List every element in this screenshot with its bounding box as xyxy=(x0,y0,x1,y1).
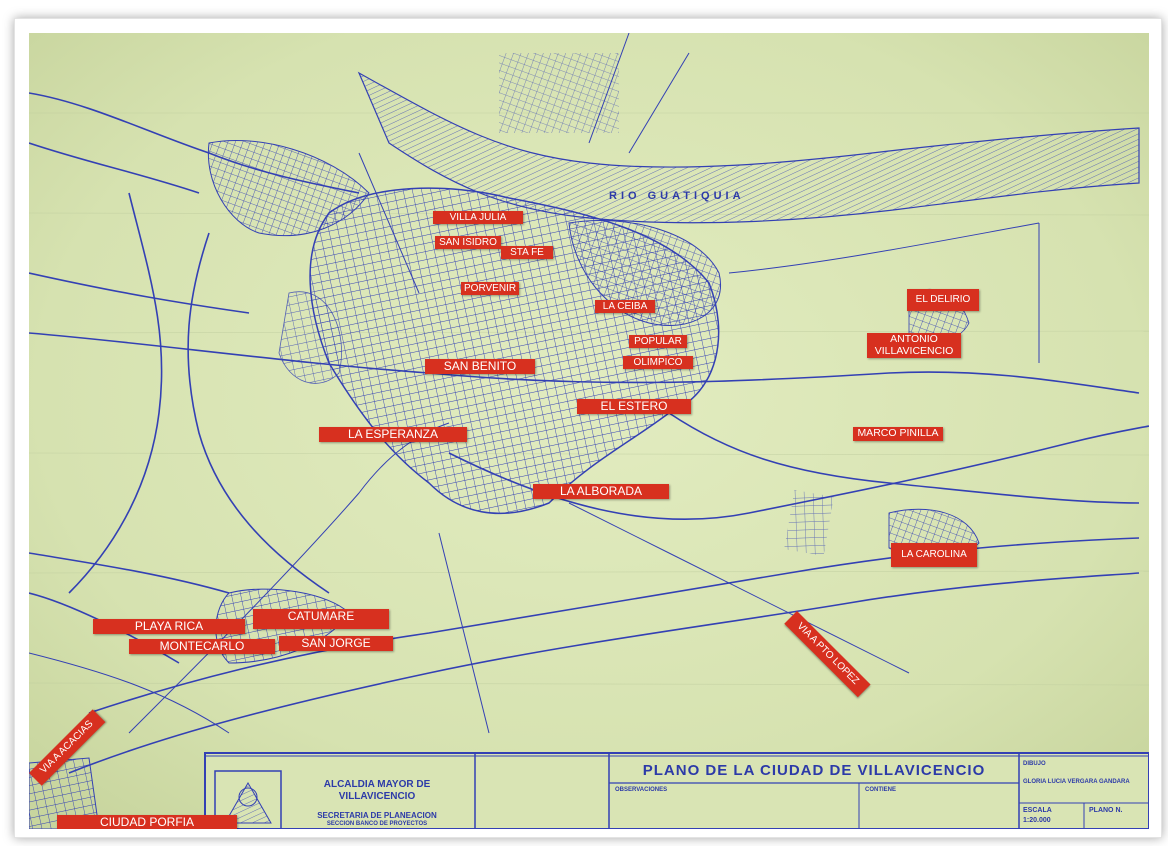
urban-area-northwest xyxy=(207,140,370,237)
label-antonio-villavicencio: ANTONIO VILLAVICENCIO xyxy=(867,333,961,359)
tb-authority-line2: VILLAVICENCIO xyxy=(338,791,416,802)
label-marco-pinilla: MARCO PINILLA xyxy=(853,427,943,441)
label-la-carolina: LA CAROLINA xyxy=(891,543,977,567)
label-villa-julia: VILLA JULIA xyxy=(433,211,523,224)
tb-authority-line1: ALCALDIA MAYOR DE xyxy=(323,779,431,790)
map-drawing: RIO GUATIQUIA xyxy=(29,33,1149,829)
label-ciudad-porfia: CIUDAD PORFIA xyxy=(57,815,237,829)
tb-office-line2: SECCION BANCO DE PROYECTOS xyxy=(326,821,428,827)
label-el-delirio: EL DELIRIO xyxy=(907,289,979,311)
urban-area-east xyxy=(568,220,721,327)
tb-plano-label: PLANO N. xyxy=(1089,807,1123,814)
label-montecarlo: MONTECARLO xyxy=(129,639,275,655)
tb-observaciones: OBSERVACIONES xyxy=(615,787,668,793)
map-frame: RIO GUATIQUIA ALCALDIA MAYOR DE VILLAVIC… xyxy=(14,18,1162,838)
label-porvenir: PORVENIR xyxy=(461,282,519,295)
label-san-jorge: SAN JORGE xyxy=(279,636,393,652)
label-sta-fe: STA FE xyxy=(501,246,553,259)
label-playa-rica: PLAYA RICA xyxy=(93,619,245,635)
label-el-estero: EL ESTERO xyxy=(577,399,691,415)
label-la-alborada: LA ALBORADA xyxy=(533,484,669,500)
label-la-esperanza: LA ESPERANZA xyxy=(319,427,467,443)
title-block xyxy=(204,752,1149,829)
tb-contiene: CONTIENE xyxy=(865,787,897,793)
label-la-ceiba: LA CEIBA xyxy=(595,300,655,313)
tb-dibujo-label: DIBUJO xyxy=(1023,761,1046,767)
city-map: RIO GUATIQUIA ALCALDIA MAYOR DE VILLAVIC… xyxy=(29,33,1149,829)
label-san-isidro: SAN ISIDRO xyxy=(435,236,501,249)
label-popular: POPULAR xyxy=(629,335,687,348)
tb-office-line1: SECRETARIA DE PLANEACION xyxy=(317,811,437,820)
north-grid-block xyxy=(499,53,619,133)
river-label: RIO GUATIQUIA xyxy=(609,190,745,202)
tb-plan-title: PLANO DE LA CIUDAD DE VILLAVICENCIO xyxy=(642,762,986,779)
tb-escala-label: ESCALA xyxy=(1023,807,1052,814)
streams xyxy=(29,92,1149,774)
tb-drawn-by: GLORIA LUCIA VERGARA GANDARA xyxy=(1023,779,1130,785)
tb-escala-value: 1:20.000 xyxy=(1023,817,1051,824)
urban-block-south xyxy=(784,489,834,557)
label-catumare: CATUMARE xyxy=(253,609,389,629)
label-olimpico: OLIMPICO xyxy=(623,356,693,369)
roads xyxy=(29,33,1040,734)
label-san-benito: SAN BENITO xyxy=(425,359,535,375)
